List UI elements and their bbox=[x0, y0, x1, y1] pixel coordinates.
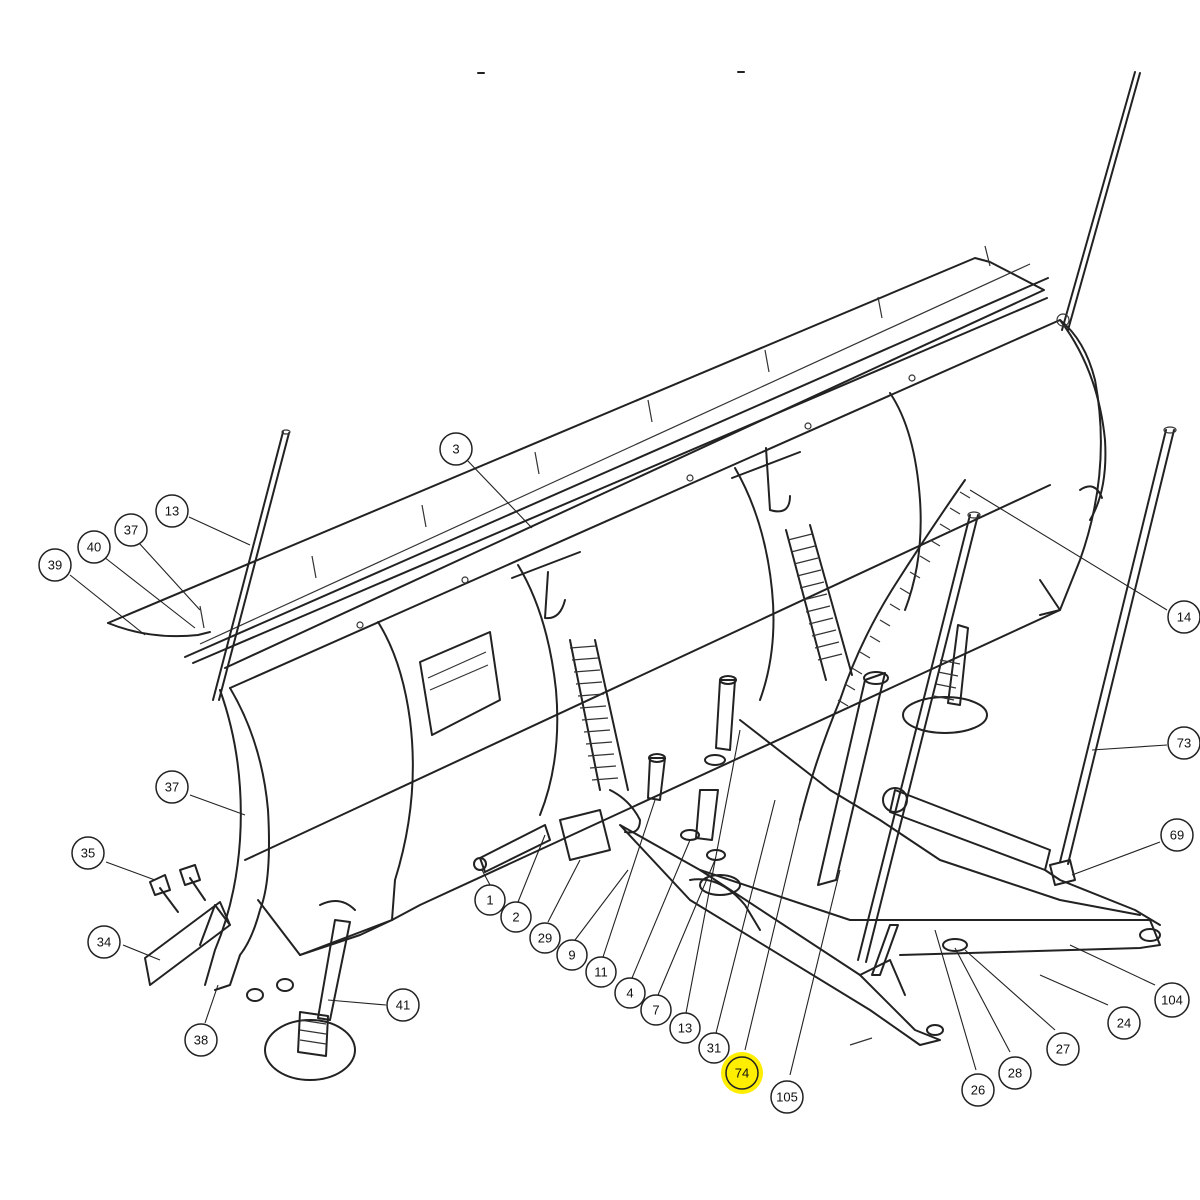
callout-39: 39 bbox=[38, 548, 72, 582]
callout-2: 2 bbox=[500, 901, 532, 933]
callout-35: 35 bbox=[71, 836, 105, 870]
callout-24: 24 bbox=[1107, 1006, 1141, 1040]
callout-38: 38 bbox=[184, 1023, 218, 1057]
callout-31: 31 bbox=[698, 1032, 730, 1064]
svg-text:105: 105 bbox=[776, 1090, 798, 1105]
callout-40: 40 bbox=[77, 530, 111, 564]
callout-105: 105 bbox=[770, 1080, 804, 1114]
callout-37-top: 37 bbox=[114, 513, 148, 547]
callout-27: 27 bbox=[1046, 1032, 1080, 1066]
svg-text:37: 37 bbox=[124, 523, 138, 538]
svg-text:35: 35 bbox=[81, 846, 95, 861]
callout-7: 7 bbox=[640, 994, 672, 1026]
callout-73: 73 bbox=[1167, 726, 1200, 760]
lift-chain bbox=[799, 479, 971, 821]
callout-26: 26 bbox=[961, 1073, 995, 1107]
callout-74-highlighted: 74 bbox=[721, 1052, 763, 1094]
callout-9: 9 bbox=[556, 939, 588, 971]
svg-text:26: 26 bbox=[971, 1083, 985, 1098]
svg-text:37: 37 bbox=[165, 780, 179, 795]
left-marker-rod bbox=[212, 429, 291, 701]
callout-4: 4 bbox=[614, 977, 646, 1009]
trip-spring-right bbox=[731, 447, 853, 681]
rail-bolts bbox=[199, 245, 991, 629]
svg-text:73: 73 bbox=[1177, 736, 1191, 751]
left-jack-stand bbox=[264, 900, 356, 1081]
trip-spring-left bbox=[511, 551, 641, 834]
shoe-bolts bbox=[149, 864, 206, 913]
a-frame bbox=[619, 719, 1161, 1046]
svg-text:69: 69 bbox=[1170, 828, 1184, 843]
callout-1: 1 bbox=[474, 884, 506, 916]
right-marker-rod bbox=[1056, 71, 1141, 331]
callout-3: 3 bbox=[439, 432, 473, 466]
callout-34: 34 bbox=[87, 925, 121, 959]
callout-13-bottom: 13 bbox=[669, 1012, 701, 1044]
svg-text:9: 9 bbox=[568, 948, 575, 963]
callouts: 3 13 37 40 39 14 73 37 35 69 34 41 38 1 … bbox=[38, 432, 1200, 1114]
angle-cylinder-rod bbox=[1049, 426, 1177, 886]
svg-text:1: 1 bbox=[486, 893, 493, 908]
callout-14: 14 bbox=[1167, 600, 1200, 634]
svg-text:29: 29 bbox=[538, 931, 552, 946]
svg-text:31: 31 bbox=[707, 1041, 721, 1056]
leader-lines bbox=[69, 458, 1168, 1076]
svg-text:24: 24 bbox=[1117, 1016, 1131, 1031]
blade-moldboard bbox=[204, 319, 1107, 991]
svg-text:39: 39 bbox=[48, 558, 62, 573]
lift-cylinder bbox=[817, 511, 981, 963]
svg-text:38: 38 bbox=[194, 1033, 208, 1048]
callout-69: 69 bbox=[1160, 818, 1194, 852]
svg-text:4: 4 bbox=[626, 986, 633, 1001]
callout-41: 41 bbox=[386, 988, 420, 1022]
svg-text:14: 14 bbox=[1177, 610, 1191, 625]
svg-text:13: 13 bbox=[678, 1021, 692, 1036]
callout-29: 29 bbox=[529, 922, 561, 954]
svg-text:28: 28 bbox=[1008, 1066, 1022, 1081]
right-jack-stand bbox=[902, 624, 988, 734]
svg-text:40: 40 bbox=[87, 540, 101, 555]
blade-top-rail bbox=[107, 245, 1049, 669]
svg-text:41: 41 bbox=[396, 998, 410, 1013]
callout-11: 11 bbox=[585, 956, 617, 988]
callout-28: 28 bbox=[998, 1056, 1032, 1090]
right-frame-tube bbox=[882, 787, 1051, 871]
callout-13-top: 13 bbox=[155, 494, 189, 528]
svg-text:7: 7 bbox=[652, 1003, 659, 1018]
svg-text:27: 27 bbox=[1056, 1042, 1070, 1057]
svg-text:2: 2 bbox=[512, 910, 519, 925]
pivot-pins bbox=[473, 675, 968, 1046]
svg-text:13: 13 bbox=[165, 504, 179, 519]
svg-text:104: 104 bbox=[1161, 993, 1183, 1008]
svg-text:11: 11 bbox=[594, 965, 608, 980]
nuts bbox=[246, 978, 294, 1002]
svg-text:74: 74 bbox=[735, 1066, 749, 1081]
skid-shoe bbox=[144, 901, 231, 986]
callout-104: 104 bbox=[1154, 982, 1190, 1018]
callout-37-mid: 37 bbox=[155, 770, 189, 804]
svg-text:34: 34 bbox=[97, 935, 111, 950]
svg-text:3: 3 bbox=[452, 442, 459, 457]
top-marks bbox=[477, 71, 745, 74]
